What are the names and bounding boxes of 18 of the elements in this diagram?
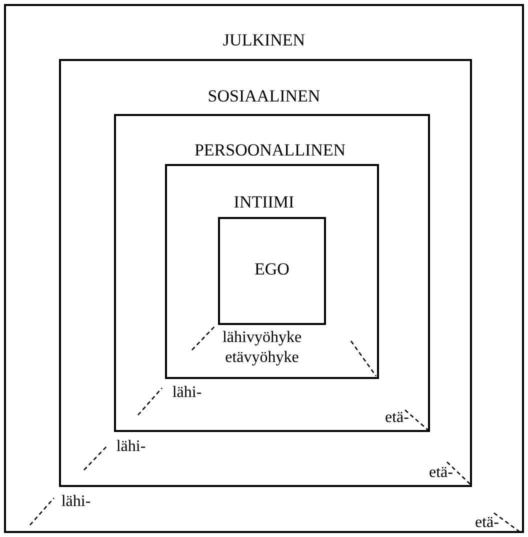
zone-heading: JULKINEN [222,32,306,50]
zone-box [59,59,472,487]
zone-box [165,164,379,379]
zone-box [4,4,524,533]
zone-label: lähi- [116,438,146,456]
zone-heading: SOSIAALINEN [208,88,320,106]
zone-label: etä- [475,514,499,532]
zone-label: lähi- [172,384,202,402]
zone-label: etävyöhyke [225,349,299,367]
zone-label: lähi- [61,493,91,511]
zone-heading: EGO [254,260,290,280]
zone-heading: INTIIMI [234,194,294,212]
zone-box [114,114,430,432]
ego-box [218,217,326,325]
zone-label: lähivyöhyke [222,329,302,347]
zone-label: etä- [429,464,453,482]
zone-heading: PERSOONALLINEN [194,142,346,160]
zone-label: etä- [385,409,409,427]
